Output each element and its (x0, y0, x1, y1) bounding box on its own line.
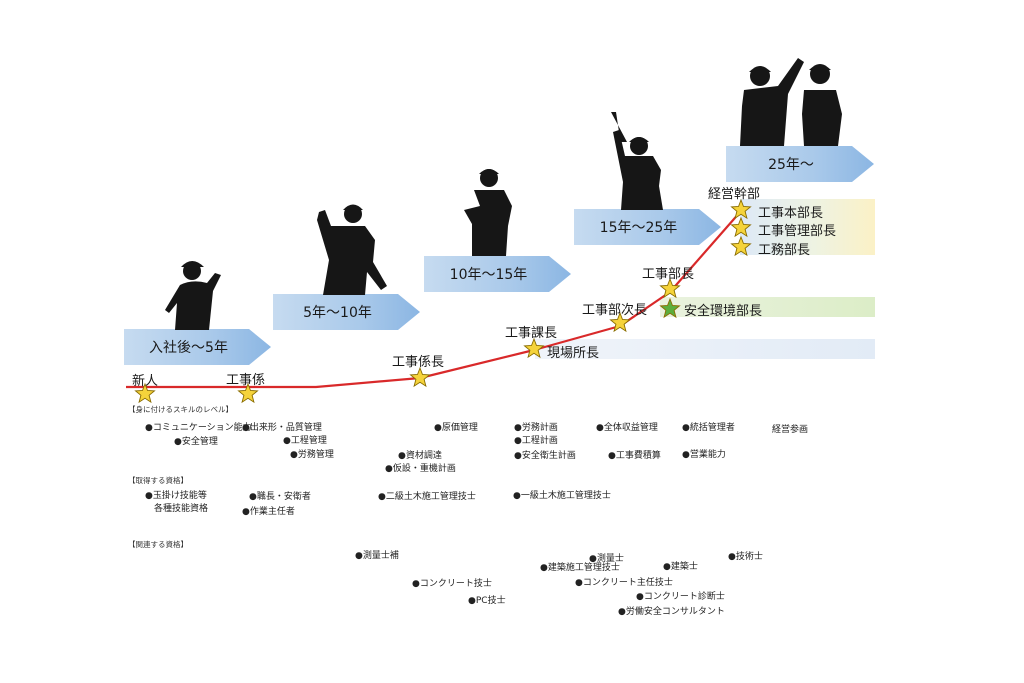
stage-arrow-2: 5年〜10年 (273, 294, 420, 330)
rank-anzen: 安全環境部長 (684, 304, 763, 319)
rank-koujibujichou: 工事部次長 (582, 303, 648, 318)
star-kanribuchou-icon (730, 216, 752, 238)
related-item: ●測量士補 (355, 551, 399, 561)
related-item: ●労働安全コンサルタント (618, 607, 725, 617)
band-safety (660, 297, 875, 317)
qual-item: ●玉掛け技能等 (145, 491, 207, 501)
rank-koujigakari: 工事係 (226, 373, 266, 388)
skill-item: ●安全衛生計画 (514, 451, 576, 461)
related-item: ●技術士 (728, 552, 763, 562)
rank-honbuchou: 工事本部長 (758, 206, 824, 221)
star-koujigakari-icon (237, 382, 259, 404)
related-item: ●測量士 (589, 554, 624, 564)
skill-item: ●統括管理者 (682, 423, 735, 433)
star-koujikachou-icon (523, 337, 545, 359)
related-item: ●コンクリート技士 (412, 579, 492, 589)
qual-item: 各種技能資格 (154, 504, 209, 514)
section-quals: 【取得する資格】 (128, 476, 188, 485)
stage-label: 25年〜 (768, 157, 814, 173)
stage-label: 10年〜15年 (449, 267, 528, 283)
skill-item: ●出来形・品質管理 (242, 423, 322, 433)
related-item: ●建築士 (663, 562, 698, 572)
star-anzen-icon (659, 297, 681, 319)
star-koujibuchou-icon (659, 277, 681, 299)
qual-item: ●一級土木施工管理技士 (513, 491, 611, 501)
skill-item: ●安全管理 (174, 437, 218, 447)
stage-arrow-3: 10年〜15年 (424, 256, 571, 292)
rank-keiei: 経営幹部 (708, 187, 761, 202)
section-skills: 【身に付けるスキルのレベル】 (128, 405, 233, 414)
star-shinjin-icon (134, 382, 156, 404)
skill-item: 経営参画 (772, 425, 809, 435)
skill-item: ●工程計画 (514, 436, 558, 446)
stage-label: 15年〜25年 (599, 220, 678, 236)
skill-item: ●原価管理 (434, 423, 478, 433)
stage-arrow-4: 15年〜25年 (574, 209, 721, 245)
stage-label: 5年〜10年 (303, 305, 372, 321)
qual-item: ●作業主任者 (242, 507, 295, 517)
skill-item: ●コミュニケーション能力 (145, 423, 252, 433)
related-item: ●コンクリート診断士 (636, 592, 725, 602)
skill-item: ●労務管理 (290, 450, 334, 460)
band-executive (740, 199, 875, 255)
qual-item: ●二級土木施工管理技士 (378, 492, 476, 502)
worker-silhouette-3 (464, 169, 512, 256)
skill-item: ●全体収益管理 (596, 423, 658, 433)
rank-genbashochou: 現場所長 (547, 346, 600, 361)
related-item: ●建築施工管理技士 (540, 563, 620, 573)
section-related: 【関連する資格】 (128, 540, 188, 549)
related-item: ●コンクリート主任技士 (575, 578, 673, 588)
stage-arrow-5: 25年〜 (726, 146, 874, 182)
band-site-manager (535, 339, 875, 359)
star-honbuchou-icon (730, 198, 752, 220)
rank-koujibuchou: 工事部長 (642, 267, 695, 282)
worker-silhouette-2 (317, 204, 387, 295)
related-item: ●PC技士 (468, 596, 506, 606)
rank-kanribuchou: 工事管理部長 (758, 224, 837, 239)
worker-silhouette-4 (611, 112, 663, 210)
star-koumubuchou-icon (730, 235, 752, 257)
stage-label: 入社後〜5年 (149, 340, 228, 356)
worker-silhouette-1 (165, 261, 221, 330)
executive-silhouettes (740, 58, 842, 146)
star-koujigakarichou-icon (409, 366, 431, 388)
rank-koujikachou: 工事課長 (505, 326, 558, 341)
skill-item: ●労務計画 (514, 423, 558, 433)
rank-koujigakarichou: 工事係長 (392, 355, 445, 370)
qual-item: ●職長・安衛者 (249, 492, 311, 502)
skill-item: ●工事費積算 (608, 451, 661, 461)
rank-shinjin: 新人 (132, 374, 159, 389)
skill-item: ●仮設・重機計画 (385, 464, 456, 474)
stage-arrow-1: 入社後〜5年 (124, 329, 271, 365)
rank-koumubuchou: 工務部長 (758, 243, 811, 258)
skill-item: ●資材調達 (398, 451, 442, 461)
skill-item: ●営業能力 (682, 450, 726, 460)
star-koujibujichou-icon (609, 311, 631, 333)
skill-item: ●工程管理 (283, 436, 327, 446)
